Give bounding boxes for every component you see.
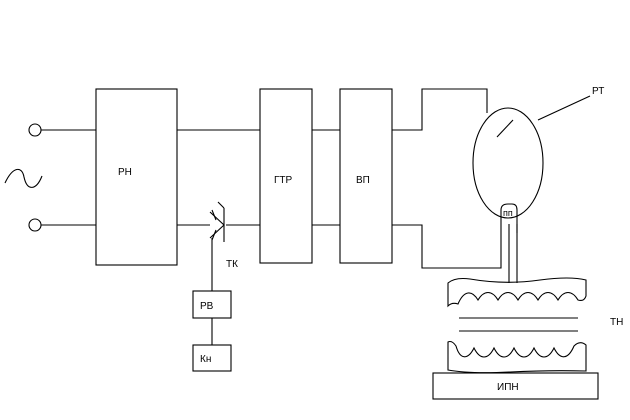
block-gtr-label: ГТР — [274, 175, 293, 186]
block-rv-label: РВ — [200, 301, 214, 312]
block-gtr — [259, 88, 313, 264]
block-ipn — [432, 372, 599, 400]
terminal-pp-label: пп — [503, 208, 513, 218]
input-terminal-top — [28, 123, 42, 137]
terminal-icon — [500, 203, 518, 233]
wire-vp-rt-top — [392, 88, 488, 131]
tube-rt-label: РТ — [592, 86, 604, 97]
block-rn — [95, 88, 178, 266]
thyristor-label: ТК — [226, 259, 238, 270]
thyristor-icon — [209, 201, 225, 242]
ac-source-icon — [4, 168, 43, 188]
wire-vp-rt-bottom — [392, 224, 502, 269]
tn-upper-winding — [447, 277, 587, 308]
electrode-icon — [496, 119, 514, 138]
block-ipn-label: ИПН — [497, 382, 519, 393]
tn-label: ТН — [610, 317, 623, 328]
block-kn-label: Кн — [200, 354, 211, 365]
block-vp-label: ВП — [356, 175, 370, 186]
rt-leader-line — [537, 95, 591, 121]
tn-lower-winding — [447, 340, 587, 374]
block-kn — [192, 344, 232, 372]
block-vp — [339, 88, 393, 264]
tube-rt — [472, 107, 544, 219]
block-rn-label: РН — [118, 167, 132, 178]
input-terminal-bottom — [28, 218, 42, 232]
